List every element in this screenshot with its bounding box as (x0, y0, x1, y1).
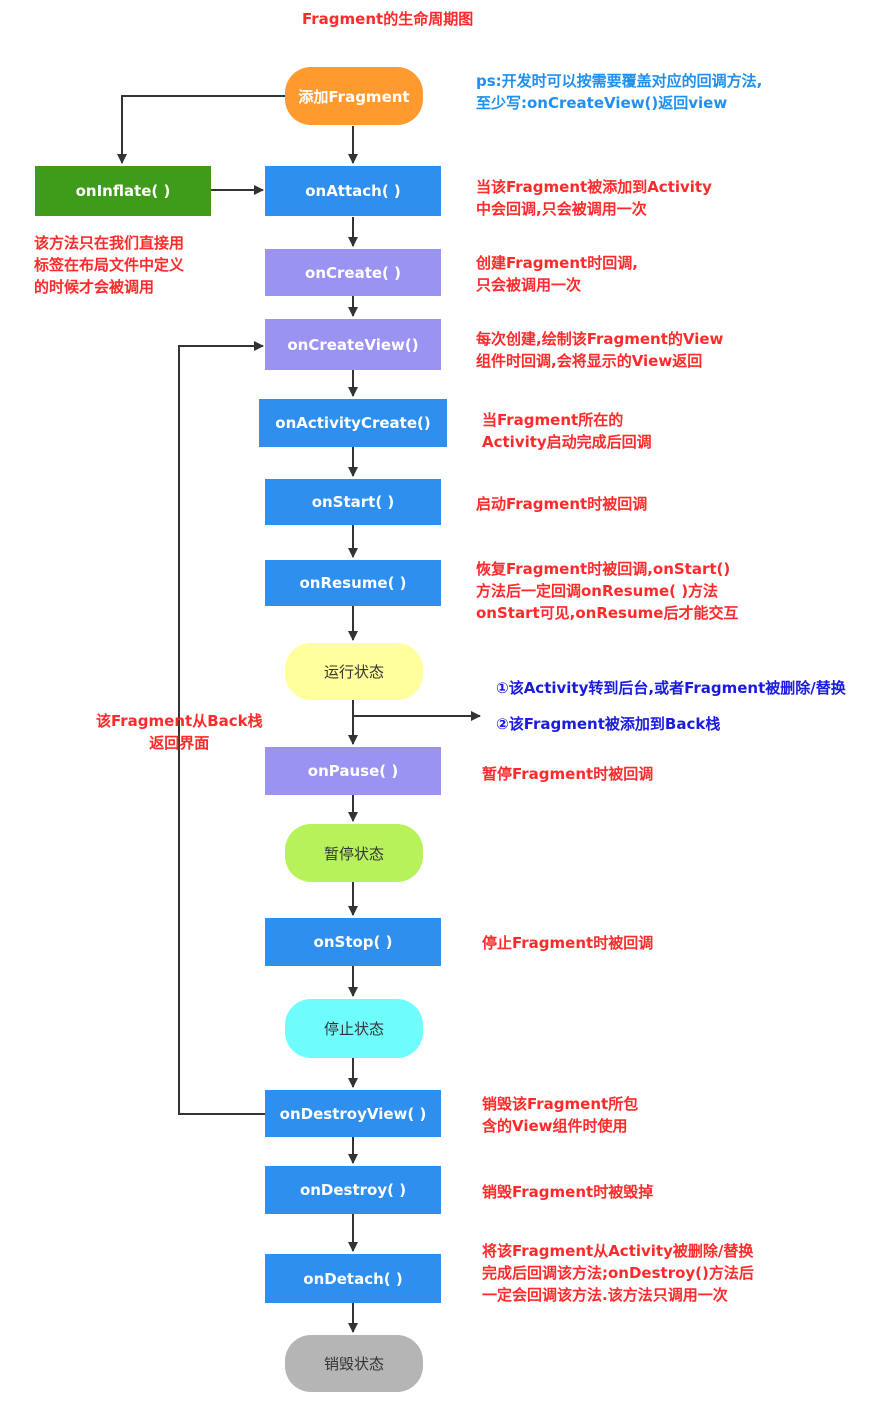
destroy-view-note: 销毁该Fragment所包 含的View组件时使用 (482, 1095, 639, 1135)
on-resume-node: onResume( ) (265, 560, 441, 606)
ps-note: ps:开发时可以按需要覆盖对应的回调方法, 至少写:onCreateView()… (476, 72, 763, 112)
detach-note: 将该Fragment从Activity被删除/替换 完成后回调该方法;onDes… (482, 1242, 754, 1304)
on-destroy-view-node: onDestroyView( ) (265, 1090, 441, 1137)
on-pause-node: onPause( ) (265, 747, 441, 795)
on-inflate-node: onInflate( ) (35, 166, 211, 216)
on-stop-node: onStop( ) (265, 918, 441, 966)
arrow-add-to-inflate (117, 95, 285, 164)
paused-state-node: 暂停状态 (285, 824, 423, 882)
on-create-view-node: onCreateView() (265, 319, 441, 370)
on-create-node: onCreate( ) (265, 249, 441, 296)
condition-1-note: ①该Activity转到后台,或者Fragment被删除/替换 (496, 679, 846, 697)
destroyed-state-node: 销毁状态 (285, 1335, 423, 1392)
resume-note: 恢复Fragment时被回调,onStart() 方法后一定回调onResume… (476, 560, 739, 622)
on-start-node: onStart( ) (265, 479, 441, 525)
attach-note: 当该Fragment被添加到Activity 中会回调,只会被调用一次 (476, 178, 712, 218)
add-fragment-node: 添加Fragment (285, 67, 423, 125)
create-note: 创建Fragment时回调, 只会被调用一次 (476, 254, 638, 294)
activity-create-note: 当Fragment所在的 Activity启动完成后回调 (482, 411, 652, 451)
on-activity-create-node: onActivityCreate() (259, 399, 447, 447)
arrow-back-stack-loop (178, 341, 265, 1115)
pause-note: 暂停Fragment时被回调 (482, 765, 654, 783)
on-attach-node: onAttach( ) (265, 166, 441, 216)
destroy-note: 销毁Fragment时被毁掉 (482, 1183, 654, 1201)
on-detach-node: onDetach( ) (265, 1254, 441, 1303)
inflate-note: 该方法只在我们直接用 标签在布局文件中定义 的时候才会被调用 (34, 234, 185, 296)
diagram-title: Fragment的生命周期图 (302, 10, 474, 28)
start-note: 启动Fragment时被回调 (476, 495, 648, 513)
create-view-note: 每次创建,绘制该Fragment的View 组件时回调,会将显示的View返回 (476, 330, 724, 370)
back-stack-note: 该Fragment从Back栈 返回界面 (96, 712, 263, 752)
stopped-state-node: 停止状态 (285, 999, 423, 1058)
running-state-node: 运行状态 (285, 643, 423, 700)
stop-note: 停止Fragment时被回调 (482, 934, 654, 952)
condition-2-note: ②该Fragment被添加到Back栈 (496, 715, 721, 733)
on-destroy-node: onDestroy( ) (265, 1166, 441, 1214)
